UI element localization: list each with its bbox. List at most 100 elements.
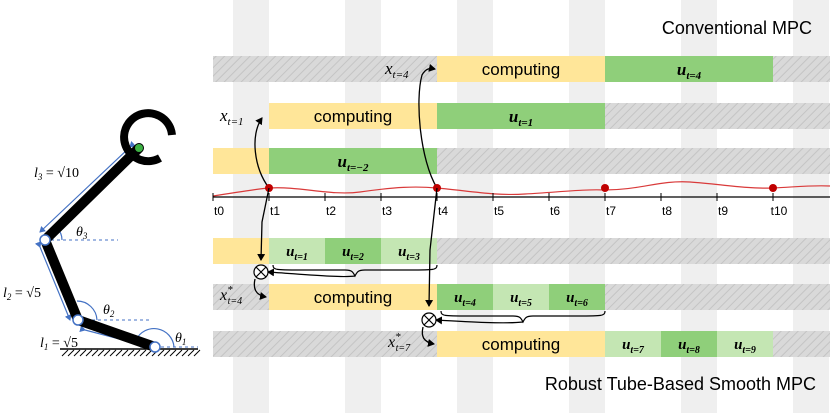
ground-hatching — [61, 349, 201, 357]
computing-label: computing — [482, 335, 560, 354]
link-2 — [40, 235, 83, 325]
tick-label-t1: t1 — [270, 204, 280, 218]
ground-hatch — [139, 349, 147, 357]
measure-arrow-t1 — [257, 187, 270, 261]
computing-label: computing — [314, 288, 392, 307]
conventional-row-1: computing ut=4 xt=4 — [213, 56, 830, 82]
computing-label: computing — [482, 60, 560, 79]
tube-mpc-title: Robust Tube-Based Smooth MPC — [545, 374, 816, 394]
control-label: ut=3 — [398, 244, 420, 263]
control-label: ut=1 — [509, 107, 533, 129]
computing-block — [437, 331, 605, 357]
sample-dot-t10 — [769, 184, 777, 192]
angle-arc-2 — [76, 300, 98, 321]
control-block — [493, 284, 549, 310]
tube-row-1: ut=1 ut=2 ut=3 — [213, 238, 830, 264]
control-block — [269, 148, 437, 174]
end-effector-point — [135, 144, 143, 152]
combine-to-computing-2 — [421, 326, 435, 347]
control-block — [605, 331, 661, 357]
ground-hatch — [127, 349, 135, 357]
control-label: ut=1 — [286, 244, 308, 263]
sample-dot-t7 — [601, 184, 609, 192]
ground-hatch — [73, 349, 81, 357]
tick-label-t10: t10 — [771, 204, 788, 218]
control-label: ut=2 — [342, 244, 364, 263]
ground-hatch — [163, 349, 171, 357]
brace-to-combine-2 — [435, 316, 524, 325]
control-block — [717, 331, 773, 357]
ground-hatch — [109, 349, 117, 357]
ground-hatch — [85, 349, 93, 357]
ground-hatch — [133, 349, 141, 357]
computing-block — [269, 103, 437, 129]
dim-l2 — [34, 241, 72, 321]
brace-to-combine-1 — [267, 268, 356, 278]
control-block — [437, 103, 605, 129]
angle-arc-1 — [135, 328, 175, 348]
ground-hatch — [115, 349, 123, 357]
dim-l3 — [39, 141, 137, 233]
state-trajectory — [212, 181, 830, 197]
feedback-arrow-t4 — [418, 63, 438, 189]
l2-label: l2 = √5 — [3, 286, 41, 302]
control-label: ut=5 — [510, 290, 532, 309]
theta1-label: θ1 — [175, 331, 186, 347]
link-3 — [40, 143, 144, 245]
tube-row-3: computing ut=7 ut=8 ut=9 x*t=7 — [213, 331, 830, 357]
tick-label-t3: t3 — [382, 204, 392, 218]
combine-node-1 — [253, 264, 269, 280]
ground-hatch — [79, 349, 87, 357]
theta3-label: θ3 — [76, 225, 88, 241]
l3-label: l3 = √10 — [34, 166, 79, 182]
computing-block — [213, 148, 269, 174]
control-block — [269, 238, 325, 264]
l1-label: l1 = √5 — [40, 336, 78, 352]
theta2-label: θ2 — [103, 303, 115, 319]
computing-label: computing — [314, 107, 392, 126]
control-block — [325, 238, 381, 264]
conventional-mpc-title: Conventional MPC — [662, 18, 812, 38]
joint-3 — [39, 234, 51, 246]
conventional-row-2: computing ut=1 xt=1 — [219, 103, 830, 129]
ground-hatch — [157, 349, 165, 357]
idle-block — [437, 238, 830, 264]
ground-hatch — [61, 349, 69, 357]
link-1 — [73, 315, 160, 352]
control-label: ut=−2 — [338, 152, 369, 174]
control-block — [381, 238, 437, 264]
idle-block — [605, 103, 830, 129]
ground-hatch — [91, 349, 99, 357]
tube-row-2: computing ut=4 ut=5 ut=6 x*t=4 — [213, 284, 830, 310]
conventional-row-3: ut=−2 — [213, 148, 830, 174]
ground-hatch — [121, 349, 129, 357]
control-label: ut=7 — [622, 337, 645, 356]
ground-hatch — [169, 349, 177, 357]
tick-label-t2: t2 — [326, 204, 336, 218]
control-label: ut=9 — [734, 337, 756, 356]
ground-hatch — [103, 349, 111, 357]
ground-hatch — [187, 349, 195, 357]
computing-block — [269, 284, 437, 310]
control-block — [437, 284, 493, 310]
control-label: ut=8 — [678, 337, 700, 356]
joint-2 — [72, 314, 84, 326]
robot-arm-figure: l3 = √10 l2 = √5 l1 = √5 θ3 θ2 θ1 — [3, 109, 201, 357]
ground-hatch — [175, 349, 183, 357]
ground-hatch — [193, 349, 201, 357]
ground-hatch — [97, 349, 105, 357]
ground-hatch — [181, 349, 189, 357]
tick-label-t9: t9 — [718, 204, 728, 218]
combine-node-2 — [421, 312, 437, 328]
tick-label-t6: t6 — [550, 204, 560, 218]
combine-to-computing-1 — [253, 278, 267, 300]
tick-label-t0: t0 — [214, 204, 224, 218]
end-effector-gripper — [120, 109, 176, 166]
tick-label-t4: t4 — [438, 204, 448, 218]
feedback-arrow-t1 — [254, 117, 270, 189]
state-label: xt=1 — [219, 106, 244, 128]
measure-arrow-t4 — [425, 187, 438, 307]
